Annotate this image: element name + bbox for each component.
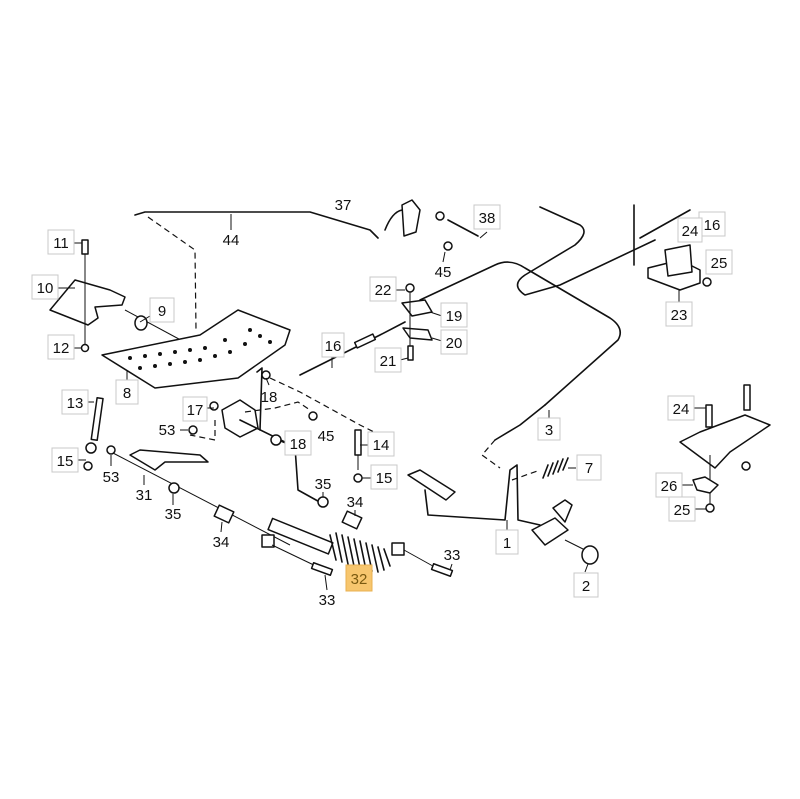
callout-3[interactable]: 3 [545, 422, 553, 439]
callout-34[interactable]: 34 [347, 494, 364, 511]
spring-coils [329, 532, 391, 573]
callout-18b[interactable]: 18 [290, 436, 307, 453]
bracket-23[interactable] [633, 204, 712, 291]
callout-15[interactable]: 15 [376, 470, 393, 487]
bracket-37[interactable] [384, 199, 479, 251]
rod-44[interactable] [134, 211, 379, 331]
callout-53[interactable]: 53 [159, 422, 176, 439]
callout-44[interactable]: 44 [223, 232, 240, 249]
pivot-arm[interactable] [188, 367, 391, 506]
callout-1[interactable]: 1 [503, 535, 511, 552]
callout-22[interactable]: 22 [375, 282, 392, 299]
callout-19[interactable]: 19 [446, 308, 463, 325]
callout-10[interactable]: 10 [37, 280, 54, 297]
callout-18[interactable]: 18 [261, 389, 278, 406]
callout-45b[interactable]: 45 [318, 428, 335, 445]
callout-34b[interactable]: 34 [213, 534, 230, 551]
callout-37[interactable]: 37 [335, 197, 352, 214]
callout-21[interactable]: 21 [380, 353, 397, 370]
clamp-19-20[interactable] [401, 283, 433, 361]
callout-15b[interactable]: 15 [57, 453, 74, 470]
callout-16b[interactable]: 16 [325, 338, 342, 355]
callout-14[interactable]: 14 [373, 437, 390, 454]
callout-2[interactable]: 2 [582, 578, 590, 595]
shock-absorber-32[interactable] [261, 496, 454, 577]
callout-12[interactable]: 12 [53, 340, 70, 357]
callout-13[interactable]: 13 [67, 395, 84, 412]
callout-31[interactable]: 31 [136, 487, 153, 504]
callout-24[interactable]: 24 [682, 223, 699, 240]
plate-right[interactable] [679, 384, 771, 513]
callout-16[interactable]: 16 [704, 217, 721, 234]
callout-38[interactable]: 38 [479, 210, 496, 227]
footplate-8[interactable] [101, 309, 291, 389]
bolt-14[interactable] [353, 429, 363, 483]
callouts: 37 44 38 45 16 24 25 23 11 10 9 12 22 19… [31, 197, 733, 609]
callout-35b[interactable]: 35 [315, 476, 332, 493]
cable-16[interactable] [299, 321, 406, 376]
callout-24b[interactable]: 24 [673, 401, 690, 418]
callout-11[interactable]: 11 [53, 235, 69, 252]
callout-26[interactable]: 26 [661, 478, 678, 495]
callout-33b[interactable]: 33 [319, 592, 336, 609]
leader-lines [57, 214, 709, 591]
spring-7[interactable] [542, 457, 569, 479]
callout-35[interactable]: 35 [165, 506, 182, 523]
bracket-31[interactable] [106, 445, 291, 546]
callout-32-highlighted[interactable]: 32 [351, 571, 368, 588]
bracket-10[interactable] [49, 239, 126, 353]
bolt-13[interactable] [83, 397, 104, 471]
callout-45[interactable]: 45 [435, 264, 452, 281]
callout-23[interactable]: 23 [671, 307, 688, 324]
callout-20[interactable]: 20 [446, 335, 463, 352]
callout-8[interactable]: 8 [123, 385, 131, 402]
footplate-holes [128, 328, 272, 370]
callout-53b[interactable]: 53 [103, 469, 120, 486]
callout-25[interactable]: 25 [711, 255, 728, 272]
callout-17[interactable]: 17 [187, 402, 204, 419]
cable-3[interactable] [419, 206, 656, 469]
callout-25b[interactable]: 25 [674, 502, 691, 519]
pedal-1[interactable] [407, 464, 599, 565]
callout-9[interactable]: 9 [158, 303, 166, 320]
callout-33[interactable]: 33 [444, 547, 461, 564]
callout-7[interactable]: 7 [585, 460, 593, 477]
